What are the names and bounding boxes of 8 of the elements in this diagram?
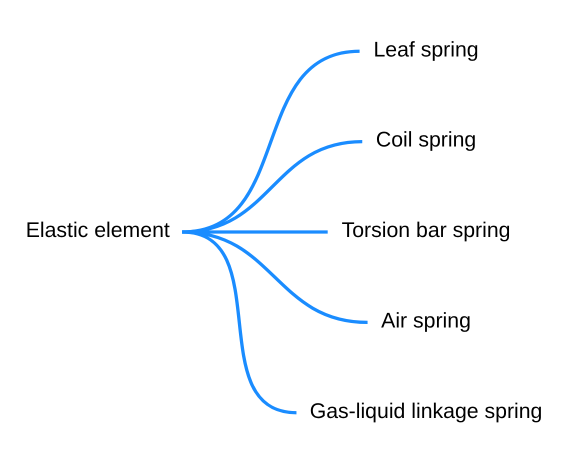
node-text: Air spring bbox=[381, 308, 471, 332]
connector bbox=[182, 140, 362, 234]
connector bbox=[182, 230, 297, 414]
node-text: Leaf spring bbox=[373, 37, 479, 62]
node-text: Torsion bar spring bbox=[342, 218, 511, 242]
node-text: Gas-liquid linkage spring bbox=[310, 398, 542, 423]
node-text: Coil spring bbox=[376, 128, 476, 152]
node-text: Elastic element bbox=[26, 218, 170, 242]
